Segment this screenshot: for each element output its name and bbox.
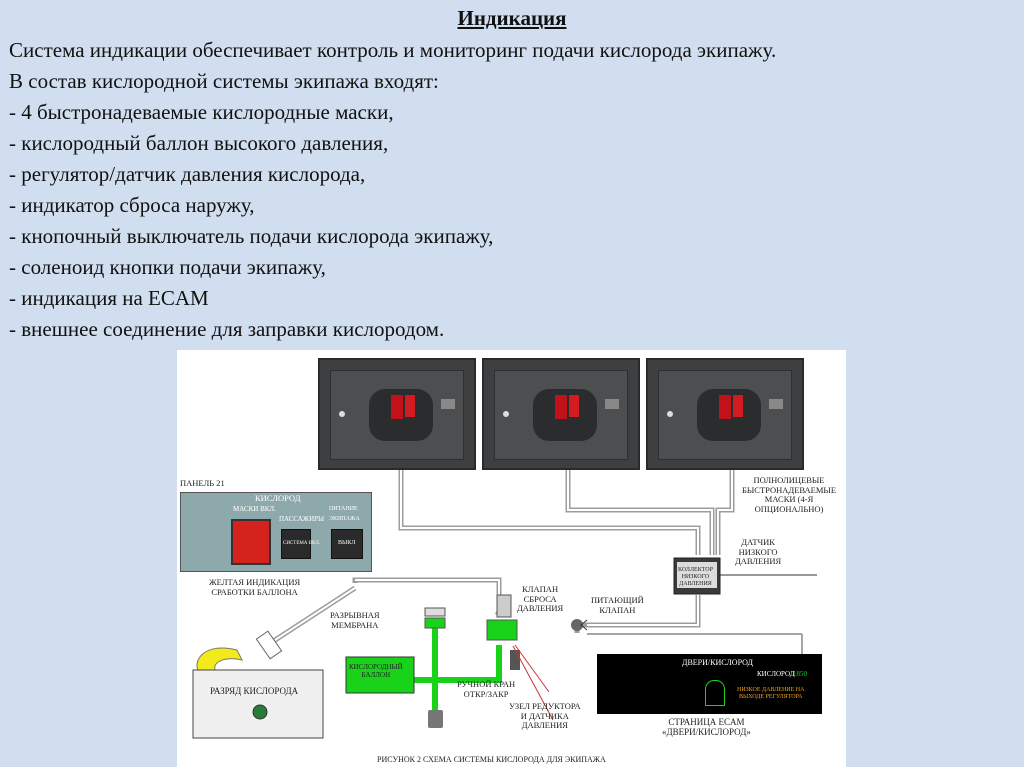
list-item: - 4 быстронадеваемые кислородные маски, [9, 100, 394, 124]
ecam-page-label: СТРАНИЦА ECAM«ДВЕРИ/КИСЛОРОД» [662, 717, 751, 737]
discharge-indicator-box [192, 669, 324, 739]
pipe-schematic [192, 470, 817, 739]
manual-valve-icon [510, 650, 520, 670]
masks-on-label: МАСКИ ВКЛ. [233, 505, 276, 513]
regulator-icon [486, 619, 518, 641]
supply-valve-icon [571, 619, 583, 631]
page-title: Индикация [457, 6, 567, 30]
overhead-panel: КИСЛОРОД МАСКИ ВКЛ. ПАССАЖИРЫ ПИТАНИЕ ЭК… [180, 492, 372, 572]
relief-valve-icon [496, 594, 512, 618]
mask-stowage-box [646, 358, 804, 470]
oxygen-system-diagram: ПАНЕЛЬ 21 КИСЛОРОД МАСКИ ВКЛ. ПАССАЖИРЫ … [177, 350, 846, 767]
burst-membrane-icon [424, 617, 446, 629]
panel-21-label: ПАНЕЛЬ 21 [180, 478, 225, 488]
text-line: В состав кислородной системы экипажа вхо… [9, 69, 439, 93]
list-item: - внешнее соединение для заправки кислор… [9, 317, 445, 341]
oxygen-bottle-icon [345, 656, 415, 694]
ecam-oxy-value: 1850 [793, 670, 807, 678]
list-item: - соленоид кнопки подачи экипажу, [9, 255, 326, 279]
mask-man-on-button[interactable] [231, 519, 271, 565]
ecam-title: ДВЕРИ/КИСЛОРОД [682, 658, 753, 667]
list-item: - индикация на ECAM [9, 286, 209, 310]
figure-caption: РИСУНОК 2 СХЕМА СИСТЕМЫ КИСЛОРОДА ДЛЯ ЭК… [377, 755, 606, 764]
list-item: - индикатор сброса наружу, [9, 193, 255, 217]
body-text: Система индикации обеспечивает контроль … [9, 35, 1019, 345]
text-line: Система индикации обеспечивает контроль … [9, 38, 777, 62]
ecam-oxy-label: КИСЛОРОД [757, 670, 795, 678]
panel-header: КИСЛОРОД [255, 493, 301, 503]
crew-supply-label: ПИТАНИЕ ЭКИПАЖА [329, 506, 360, 522]
oxygen-green-pipes [405, 624, 502, 715]
list-item: - регулятор/датчик давления кислорода, [9, 162, 366, 186]
pass-label: ПАССАЖИРЫ [279, 515, 325, 523]
discharge-label: РАЗРЯД КИСЛОРОДА [210, 686, 299, 696]
mask-stowage-box [482, 358, 640, 470]
mask-supply-pipes-inner [268, 470, 733, 645]
list-item: - кислородный баллон высокого давления, [9, 131, 389, 155]
list-item: - кнопочный выключатель подачи кислорода… [9, 224, 494, 248]
ecam-display: ДВЕРИ/КИСЛОРОД КИСЛОРОД 1850 НИЗКОЕ ДАВЛ… [597, 654, 822, 714]
mask-stowage-box [318, 358, 476, 470]
pax-sys-on-button[interactable]: СИСТЕМА ВКЛ. [281, 529, 320, 559]
aircraft-door-icon [705, 680, 725, 706]
crew-supply-button[interactable]: ВЫКЛ [331, 529, 363, 559]
